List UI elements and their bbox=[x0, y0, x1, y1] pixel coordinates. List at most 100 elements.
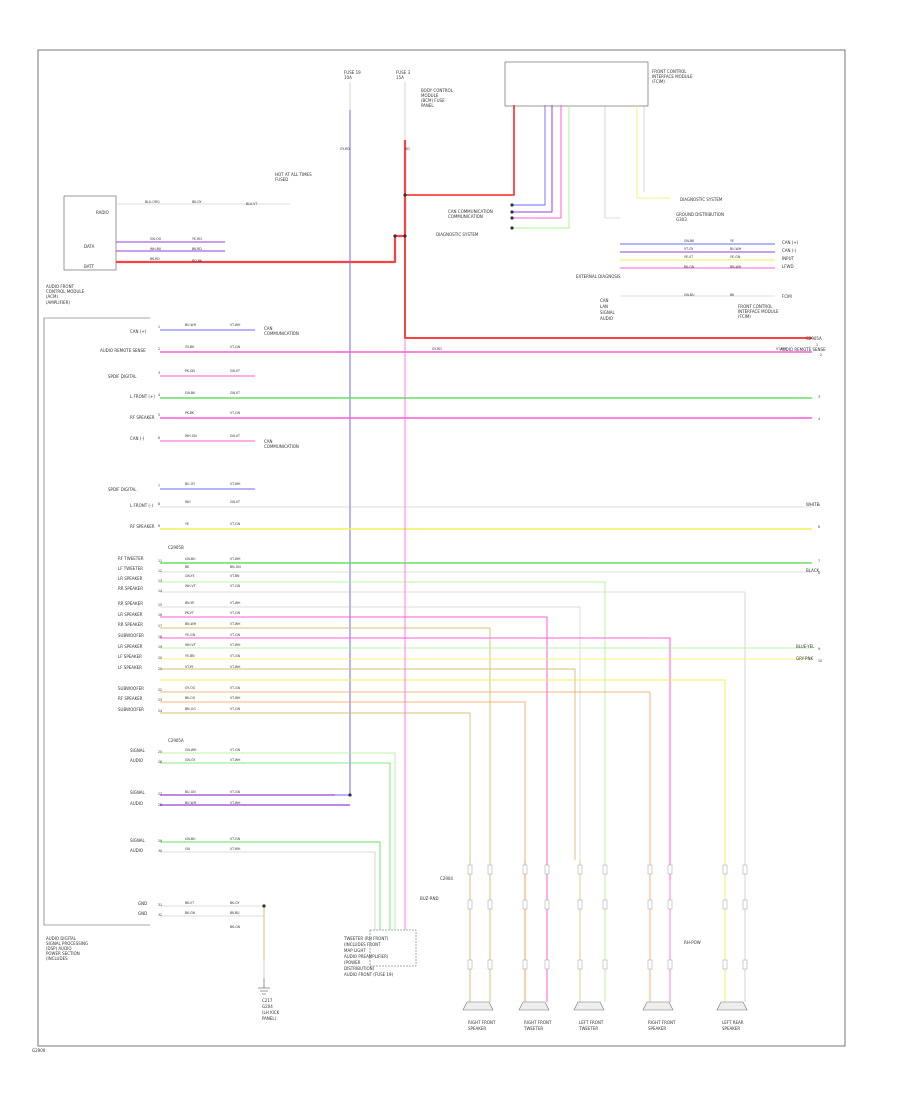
diagram-label: C2905A bbox=[806, 336, 822, 341]
wire-gray bbox=[160, 851, 376, 880]
diagram-label: HOT AT ALL TIMES bbox=[275, 172, 312, 177]
diagram-label: 10A bbox=[344, 75, 352, 80]
wire-color-label: BK-RD bbox=[192, 247, 202, 251]
splice-dot bbox=[262, 904, 266, 908]
diagram-label: (BCM) FUSE bbox=[421, 98, 445, 103]
diagram-label: SPEAKER bbox=[468, 1026, 486, 1031]
diagram-label: AUDIO bbox=[130, 848, 143, 853]
wire-gray bbox=[160, 591, 746, 880]
wire-color-label: VT-WH bbox=[776, 347, 787, 351]
diagram-label: DIAGNOSTIC SYSTEM bbox=[436, 232, 479, 237]
pin-number: 7 bbox=[818, 559, 820, 563]
diagram-label: L FRONT (+) bbox=[130, 394, 155, 399]
diagram-label: SIGNAL bbox=[130, 790, 146, 795]
wire-green bbox=[160, 762, 391, 880]
diagram-label: (ACM) bbox=[46, 294, 58, 299]
diagram-label: (AMPLIFIER) bbox=[46, 300, 70, 305]
diagram-label: AUDIO bbox=[130, 758, 143, 763]
wire-color-label: VT-GN bbox=[230, 411, 241, 415]
wire-color-label: GY-RD bbox=[340, 147, 350, 151]
speaker-left-front-tweeter bbox=[573, 1001, 605, 1011]
wire-color-label: VT-GN bbox=[230, 748, 241, 752]
wire-color-label: PK-VT bbox=[185, 611, 194, 615]
diagram-label: SIGNAL bbox=[600, 310, 616, 315]
diagram-label: (POWER bbox=[344, 960, 361, 965]
wire-color-label: BN-OG bbox=[185, 707, 196, 711]
diagram-label: RR SPEAKER bbox=[118, 601, 143, 606]
diagram-label: TWEETER bbox=[578, 1026, 598, 1031]
wire-color-label: VT-GN bbox=[230, 686, 241, 690]
diagram-label: EXTERNAL DIAGNOSIS bbox=[576, 274, 621, 279]
diagram-label: CAN COMMUNICATION bbox=[448, 209, 493, 214]
diagram-label: C217 bbox=[262, 998, 273, 1003]
wire-color-label: GY-BK bbox=[185, 345, 195, 349]
connector-pin bbox=[602, 864, 608, 875]
wire-red bbox=[404, 236, 812, 339]
wire-color-label: GN-GY bbox=[185, 758, 195, 762]
diagram-label: TWEETER (RH FRONT) bbox=[343, 936, 389, 941]
pin-number: 14 bbox=[158, 589, 162, 593]
diagram-label: SIGNAL bbox=[130, 838, 146, 843]
connector-pin bbox=[722, 864, 728, 875]
diagram-label: AUDIO bbox=[600, 316, 613, 321]
pin-number: 24 bbox=[158, 709, 162, 713]
pin-number: 7 bbox=[158, 484, 160, 488]
wire-color-label: BU-GN bbox=[185, 790, 196, 794]
connector-pin bbox=[522, 959, 528, 970]
wire-color-label: VT-WH bbox=[230, 801, 241, 805]
diagram-label: LR SPEAKER bbox=[118, 576, 143, 581]
pin-number: 3 bbox=[818, 395, 820, 399]
wire-color-label: VT-WH bbox=[230, 847, 241, 851]
diagram-label: LEFT REAR bbox=[722, 1020, 744, 1025]
wire-color-label: VT-WH bbox=[230, 696, 241, 700]
splice-dot bbox=[510, 203, 514, 207]
wire-pink bbox=[512, 105, 562, 219]
diagram-label: SIGNAL PROCESSING bbox=[46, 941, 88, 946]
speaker-right-front-tweeter bbox=[518, 1001, 550, 1011]
wire-color-label: WH-GN bbox=[185, 434, 197, 438]
diagram-label: INTERFACE MODULE bbox=[652, 74, 693, 79]
wire-color-label: GN bbox=[185, 847, 190, 851]
pin-number: 16 bbox=[158, 613, 162, 617]
wire-color-label: VT-WH bbox=[230, 482, 241, 486]
wire-color-label: RD-BK bbox=[192, 259, 203, 263]
diagram-label: GND bbox=[138, 901, 147, 906]
wire-lime bbox=[512, 105, 570, 229]
diagram-label: SUBWOOFER bbox=[118, 633, 144, 638]
wire-orange bbox=[160, 691, 651, 880]
pin-number: 9 bbox=[818, 647, 820, 651]
diagram-label: CAN (-) bbox=[130, 436, 145, 441]
diagram-label: LF TWEETER bbox=[118, 566, 143, 571]
connector-pin bbox=[742, 899, 748, 910]
connector-pin bbox=[647, 864, 653, 875]
pin-number: 22 bbox=[158, 688, 162, 692]
diagram-label: GND bbox=[138, 911, 147, 916]
wire-color-label: YE bbox=[185, 522, 189, 526]
wire-color-label: BK-VT bbox=[185, 901, 194, 905]
wire-color-label: YE bbox=[730, 239, 734, 243]
wire-color-label: VT-GN bbox=[230, 345, 241, 349]
diagram-label: FUSE 19 bbox=[344, 70, 361, 75]
diagram-label: SPDIF DIGITAL bbox=[108, 374, 137, 379]
wire-lime bbox=[160, 752, 396, 880]
pin-number: 12 bbox=[158, 569, 162, 573]
diagram-label: INPUT bbox=[782, 256, 795, 261]
pin-number: 4 bbox=[818, 417, 820, 421]
pin-number: 5 bbox=[158, 413, 160, 417]
wire-color-label: BK-GY bbox=[230, 901, 240, 905]
wire-color-label: VT-GN bbox=[230, 633, 241, 637]
connector-pin bbox=[667, 899, 673, 910]
speaker-right-front bbox=[462, 1001, 494, 1011]
pin-numbers: 1234567891112131415161718192021222324252… bbox=[158, 325, 822, 917]
connector-pin bbox=[487, 899, 493, 910]
connector-pin bbox=[602, 899, 608, 910]
wire-color-label: GN-VT bbox=[230, 369, 240, 373]
connector-pin bbox=[602, 959, 608, 970]
diagram-label: LF SPEAKER bbox=[118, 665, 142, 670]
wire-pink bbox=[160, 616, 548, 860]
wire-color-label: PK-GN bbox=[185, 369, 195, 373]
diagram-label: CAN (-) bbox=[782, 248, 797, 253]
diagram-label: AUDIO REMOTE SENSE bbox=[780, 347, 826, 352]
wire-color-label: YE-BN bbox=[185, 654, 195, 658]
pin-number: 30 bbox=[158, 849, 162, 853]
